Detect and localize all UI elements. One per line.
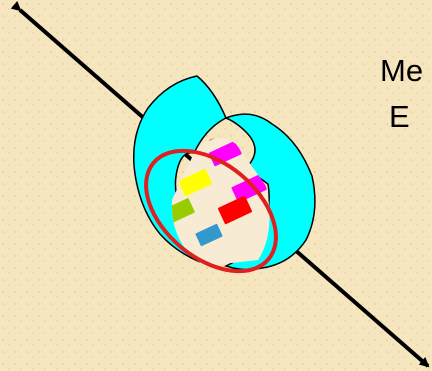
label-line-2: E [389, 100, 410, 134]
label-line-1: Me [380, 54, 423, 88]
